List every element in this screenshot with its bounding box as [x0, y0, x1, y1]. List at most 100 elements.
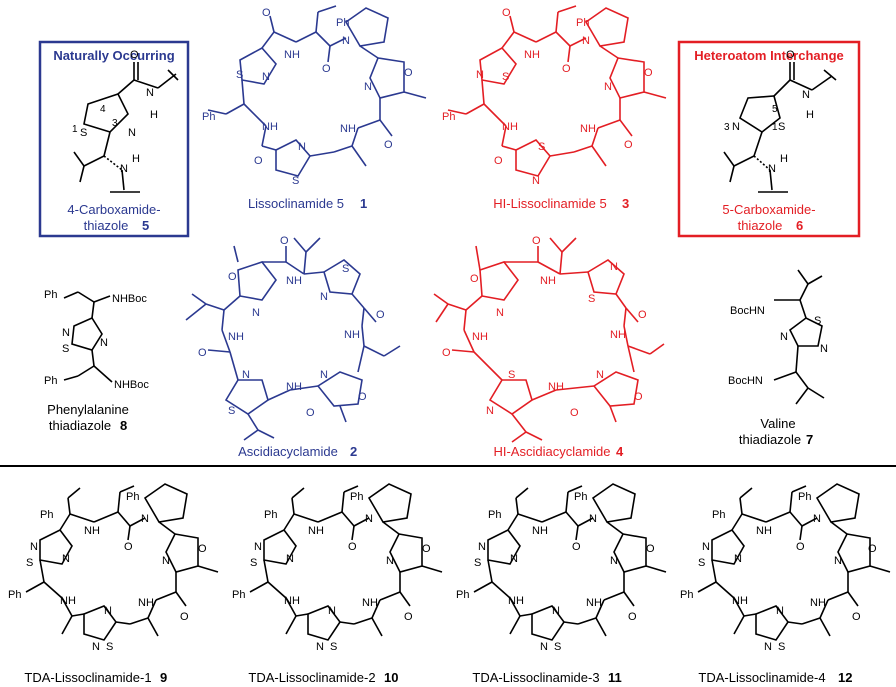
- tda3-n-ox: N: [610, 555, 618, 567]
- hetero-amine-hydrogen: H: [780, 153, 788, 165]
- phe-nhboc-2: NHBoc: [114, 379, 149, 391]
- tda2-ph-2: Ph: [264, 509, 277, 521]
- tda4-s-1: S: [698, 557, 705, 569]
- l5-nh-1: NH: [284, 49, 300, 61]
- tda1-ph-1: Ph: [126, 491, 139, 503]
- val-caption-line1: Valine: [760, 416, 795, 431]
- tda2-ph-3: Ph: [232, 589, 245, 601]
- tda1-o-ox: O: [198, 543, 207, 555]
- tda2-s-1: S: [250, 557, 257, 569]
- hetero-thiazole-nitrogen: N: [732, 121, 740, 133]
- l5-nh-3: NH: [262, 121, 278, 133]
- tda3-n-3: N: [552, 605, 560, 617]
- asc-o-3: O: [376, 309, 385, 321]
- tda1-o-2: O: [180, 611, 189, 623]
- hia-s-2: S: [508, 369, 515, 381]
- hetero-amine-nitrogen: N: [768, 163, 776, 175]
- tda3-o-1: O: [572, 541, 581, 553]
- hi5-s-1: S: [502, 71, 509, 83]
- tda1-nh-2: NH: [60, 595, 76, 607]
- position-5-label: 5: [772, 104, 778, 115]
- tda2-name: TDA-Lissoclinamide-2: [248, 670, 375, 685]
- tda4-s-2: S: [778, 641, 785, 653]
- tda4-o-ox: O: [868, 543, 877, 555]
- l5-nh-2: NH: [340, 123, 356, 135]
- hi-ascidiacyclamide-structure: O N O NH N S O NH NH O S N NH O N O HI-A…: [433, 235, 665, 459]
- l5-n-2: N: [298, 141, 306, 153]
- l5-n-pro: N: [342, 35, 350, 47]
- tda-lissoclinamide-4: Ph Ph NH O N O N N S N Ph NH NH O N N S …: [680, 483, 891, 685]
- tda2-n-pro: N: [365, 513, 373, 525]
- asc-name: Ascidiacyclamide: [238, 444, 338, 459]
- tda3-n-1: N: [478, 541, 486, 553]
- l5-n-1: N: [262, 71, 270, 83]
- hi5-n-2: N: [532, 175, 540, 187]
- phe-caption-line2: thiadiazole: [49, 418, 111, 433]
- tda1-nh-1: NH: [84, 525, 100, 537]
- tda-lissoclinamide-2: Ph Ph NH O N O N N S N Ph NH NH O N N S …: [232, 483, 443, 685]
- amide-nitrogen: N: [146, 87, 154, 99]
- tda3-s-2: S: [554, 641, 561, 653]
- tda3-n-4: N: [540, 641, 548, 653]
- tda2-o-1: O: [348, 541, 357, 553]
- asc-n-3: N: [242, 369, 250, 381]
- asc-n-2: N: [320, 291, 328, 303]
- asc-number: 2: [350, 444, 357, 459]
- hi5-o-1: O: [502, 7, 511, 19]
- tda2-nh-3: NH: [362, 597, 378, 609]
- phe-ph-1: Ph: [44, 289, 57, 301]
- natural-caption-line2: thiazole: [84, 218, 129, 233]
- asc-n-4: N: [320, 369, 328, 381]
- asc-o-2: O: [280, 235, 289, 247]
- hetero-caption-line2: thiazole: [738, 218, 783, 233]
- tda4-nh-3: NH: [810, 597, 826, 609]
- tda1-number: 9: [160, 670, 167, 685]
- tda3-ph-2: Ph: [488, 509, 501, 521]
- natural-caption-line1: 4-Carboxamide-: [67, 202, 160, 217]
- hia-o-6: O: [634, 391, 643, 403]
- val-caption-number: 7: [806, 432, 813, 447]
- hia-nh-3: NH: [472, 331, 488, 343]
- hia-nh-1: NH: [540, 275, 556, 287]
- tda3-nh-3: NH: [586, 597, 602, 609]
- l5-o-1: O: [262, 7, 271, 19]
- tda4-nh-2: NH: [732, 595, 748, 607]
- tda3-o-ox: O: [646, 543, 655, 555]
- asc-s-1: S: [342, 263, 349, 275]
- asc-nh-2: NH: [344, 329, 360, 341]
- tda1-s-2: S: [106, 641, 113, 653]
- val-s: S: [814, 315, 821, 327]
- hetero-box: Heteroatom Interchange O N H 5 3 N 1 S N…: [677, 40, 861, 238]
- hia-n-3: N: [486, 405, 494, 417]
- position-1-label: 1: [72, 124, 78, 135]
- phe-caption-line1: Phenylalanine: [47, 402, 129, 417]
- hi5-o-ox: O: [644, 67, 653, 79]
- tda4-ph-3: Ph: [680, 589, 693, 601]
- tda1-nh-3: NH: [138, 597, 154, 609]
- tda4-name: TDA-Lissoclinamide-4: [698, 670, 825, 685]
- phe-caption-number: 8: [120, 418, 127, 433]
- phe-n-1: N: [62, 327, 70, 339]
- tda2-n-4: N: [316, 641, 324, 653]
- tda-lissoclinamide-3: Ph Ph NH O N O N N S N Ph NH NH O N N S …: [456, 483, 667, 685]
- hia-number: 4: [616, 444, 624, 459]
- hetero-amide-nitrogen: N: [802, 89, 810, 101]
- phe-n-2: N: [100, 337, 108, 349]
- tda4-n-1: N: [702, 541, 710, 553]
- lissoclinamide-5-structure: Ph NH O O N O N S N NH O NH O N S Ph Lis…: [202, 5, 427, 211]
- tda1-n-4: N: [92, 641, 100, 653]
- tda-lissoclinamide-1: Ph Ph NH O N O N N S N Ph NH NH O N N S …: [8, 483, 219, 685]
- tda3-n-pro: N: [589, 513, 597, 525]
- asc-nh-3: NH: [228, 331, 244, 343]
- val-n-1: N: [780, 331, 788, 343]
- tda2-n-2: N: [286, 553, 294, 565]
- hia-nh-4: NH: [548, 381, 564, 393]
- hetero-caption-line1: 5-Carboxamide-: [722, 202, 815, 217]
- hi5-n-1: N: [476, 69, 484, 81]
- hetero-caption-number: 6: [796, 218, 803, 233]
- val-caption-line2: thiadiazole: [739, 432, 801, 447]
- tda2-o-2: O: [404, 611, 413, 623]
- tda1-n-2: N: [62, 553, 70, 565]
